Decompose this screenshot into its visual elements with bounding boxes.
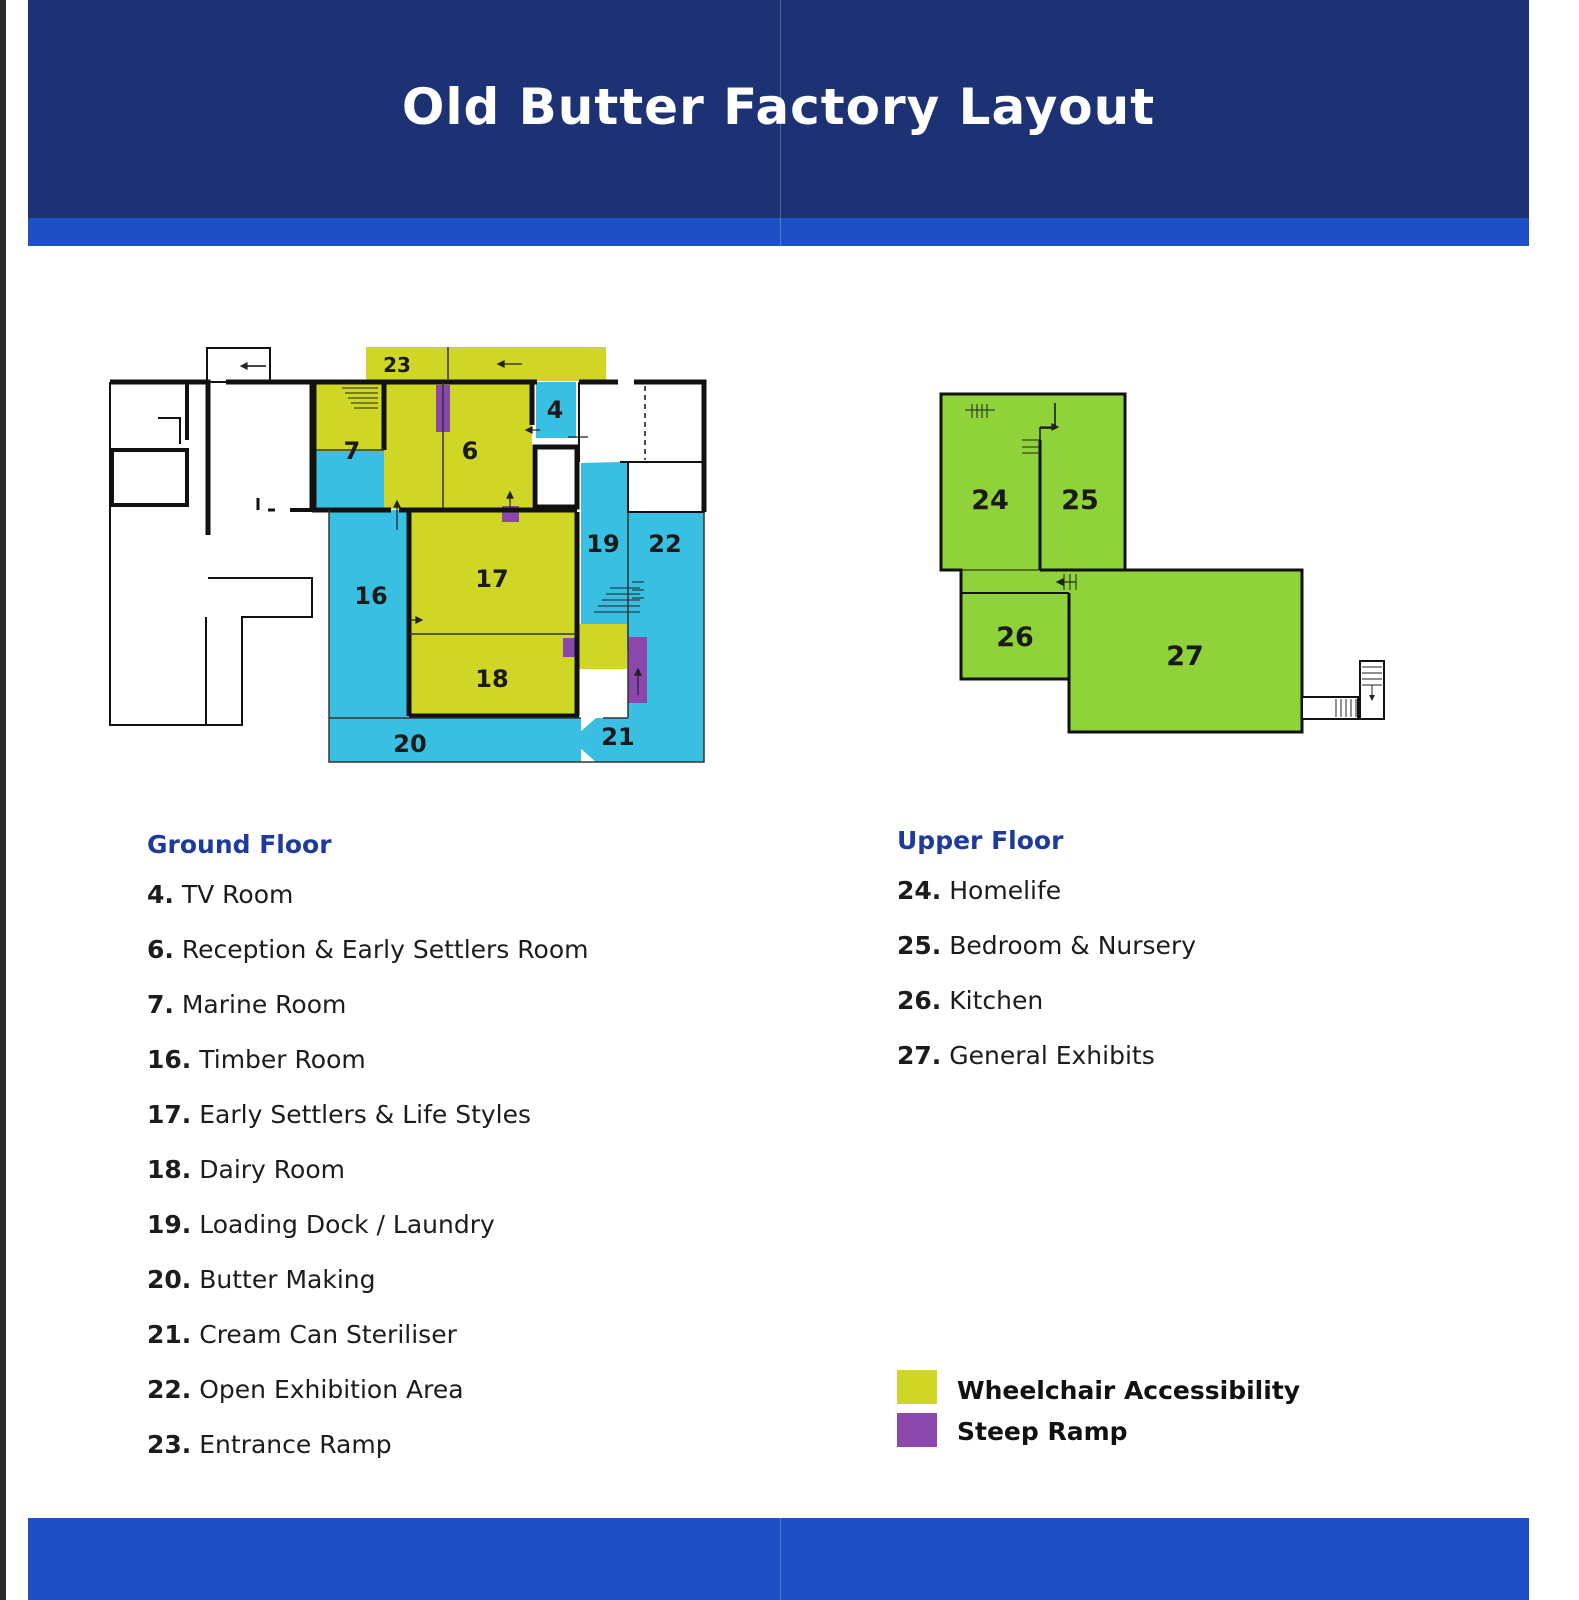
upper-floor-heading: Upper Floor [897, 826, 1064, 855]
room-16-area [329, 510, 409, 718]
ground-room-numbers: 23 4 7 6 19 22 17 16 18 20 21 [344, 353, 682, 758]
list-item: 26. Kitchen [897, 986, 1044, 1015]
ground-floor-heading: Ground Floor [147, 830, 332, 859]
cyan-areas [316, 382, 704, 762]
room-23-ramp [366, 347, 606, 381]
stairs-upper [965, 404, 1077, 590]
list-item: 17. Early Settlers & Life Styles [147, 1100, 532, 1129]
list-item: 18. Dairy Room [147, 1155, 345, 1184]
header-banner [28, 0, 1529, 218]
upper-arrows [1040, 423, 1076, 586]
room-number-16: 16 [354, 582, 387, 610]
list-item: 23. Entrance Ramp [147, 1430, 392, 1459]
room-7-upper [316, 383, 384, 451]
main-walls [311, 379, 580, 719]
ground-floor-plan: 23 4 7 6 19 22 17 16 18 20 21 [109, 347, 707, 763]
room-number-27: 27 [1166, 641, 1204, 672]
east-uncoloured [532, 444, 705, 513]
room-number-4: 4 [547, 396, 564, 424]
rooms-17-18-area [409, 512, 577, 716]
legend-label: Steep Ramp [957, 1417, 1128, 1446]
list-item: 16. Timber Room [147, 1045, 366, 1074]
upper-floor-list: 24. Homelife 25. Bedroom & Nursery 26. K… [897, 876, 1196, 1096]
upper-floor-plan: 24 25 26 27 [939, 392, 1385, 734]
room-number-22: 22 [648, 530, 681, 558]
ground-floor-list: 4. TV Room 6. Reception & Early Settlers… [147, 880, 588, 1485]
room-19-area [581, 463, 626, 625]
west-wing-outline [109, 347, 315, 726]
room-number-26: 26 [996, 622, 1034, 653]
direction-arrows [239, 360, 642, 695]
room-6-area [384, 383, 532, 509]
room-number-7: 7 [344, 437, 361, 465]
room-7-lower [316, 450, 384, 512]
room-number-17: 17 [475, 565, 508, 593]
wheelchair-swatch [897, 1370, 937, 1404]
upper-walls [961, 403, 1125, 732]
external-stair [1301, 660, 1385, 720]
room-number-21: 21 [601, 723, 634, 751]
fold-line [780, 1518, 781, 1600]
room-number-20: 20 [393, 730, 426, 758]
east-outline [578, 379, 707, 512]
list-item: 21. Cream Can Steriliser [147, 1320, 457, 1349]
room-number-6: 6 [462, 437, 479, 465]
room-number-25: 25 [1061, 485, 1099, 516]
list-item: 6. Reception & Early Settlers Room [147, 935, 589, 964]
list-item: 7. Marine Room [147, 990, 347, 1019]
room-number-19: 19 [586, 530, 619, 558]
page-edge [0, 0, 6, 1600]
upper-floor-area [939, 392, 1304, 734]
list-item: 19. Loading Dock / Laundry [147, 1210, 495, 1239]
room-20-area [329, 718, 581, 762]
fold-line [780, 0, 781, 246]
footer-banner [28, 1518, 1529, 1600]
room-number-18: 18 [475, 665, 508, 693]
upper-room-numbers: 24 25 26 27 [971, 485, 1204, 672]
room-number-24: 24 [971, 485, 1009, 516]
list-item: 24. Homelife [897, 876, 1062, 905]
list-item: 27. General Exhibits [897, 1041, 1155, 1070]
list-item: 25. Bedroom & Nursery [897, 931, 1197, 960]
stairs-ground [342, 387, 644, 613]
steep-ramp-swatch [897, 1413, 937, 1447]
rooms-19-22-21-area [580, 462, 704, 762]
legend-label: Wheelchair Accessibility [957, 1376, 1301, 1405]
room-number-23: 23 [383, 353, 411, 377]
thin-walls [316, 347, 705, 763]
list-item: 20. Butter Making [147, 1265, 376, 1294]
list-item: 4. TV Room [147, 880, 294, 909]
header-stripe [28, 218, 1529, 246]
list-item: 22. Open Exhibition Area [147, 1375, 464, 1404]
page-title: Old Butter Factory Layout [401, 78, 1156, 136]
room-4-area [536, 382, 576, 438]
corridor-accessible [577, 624, 627, 669]
accessible-areas [316, 347, 627, 716]
